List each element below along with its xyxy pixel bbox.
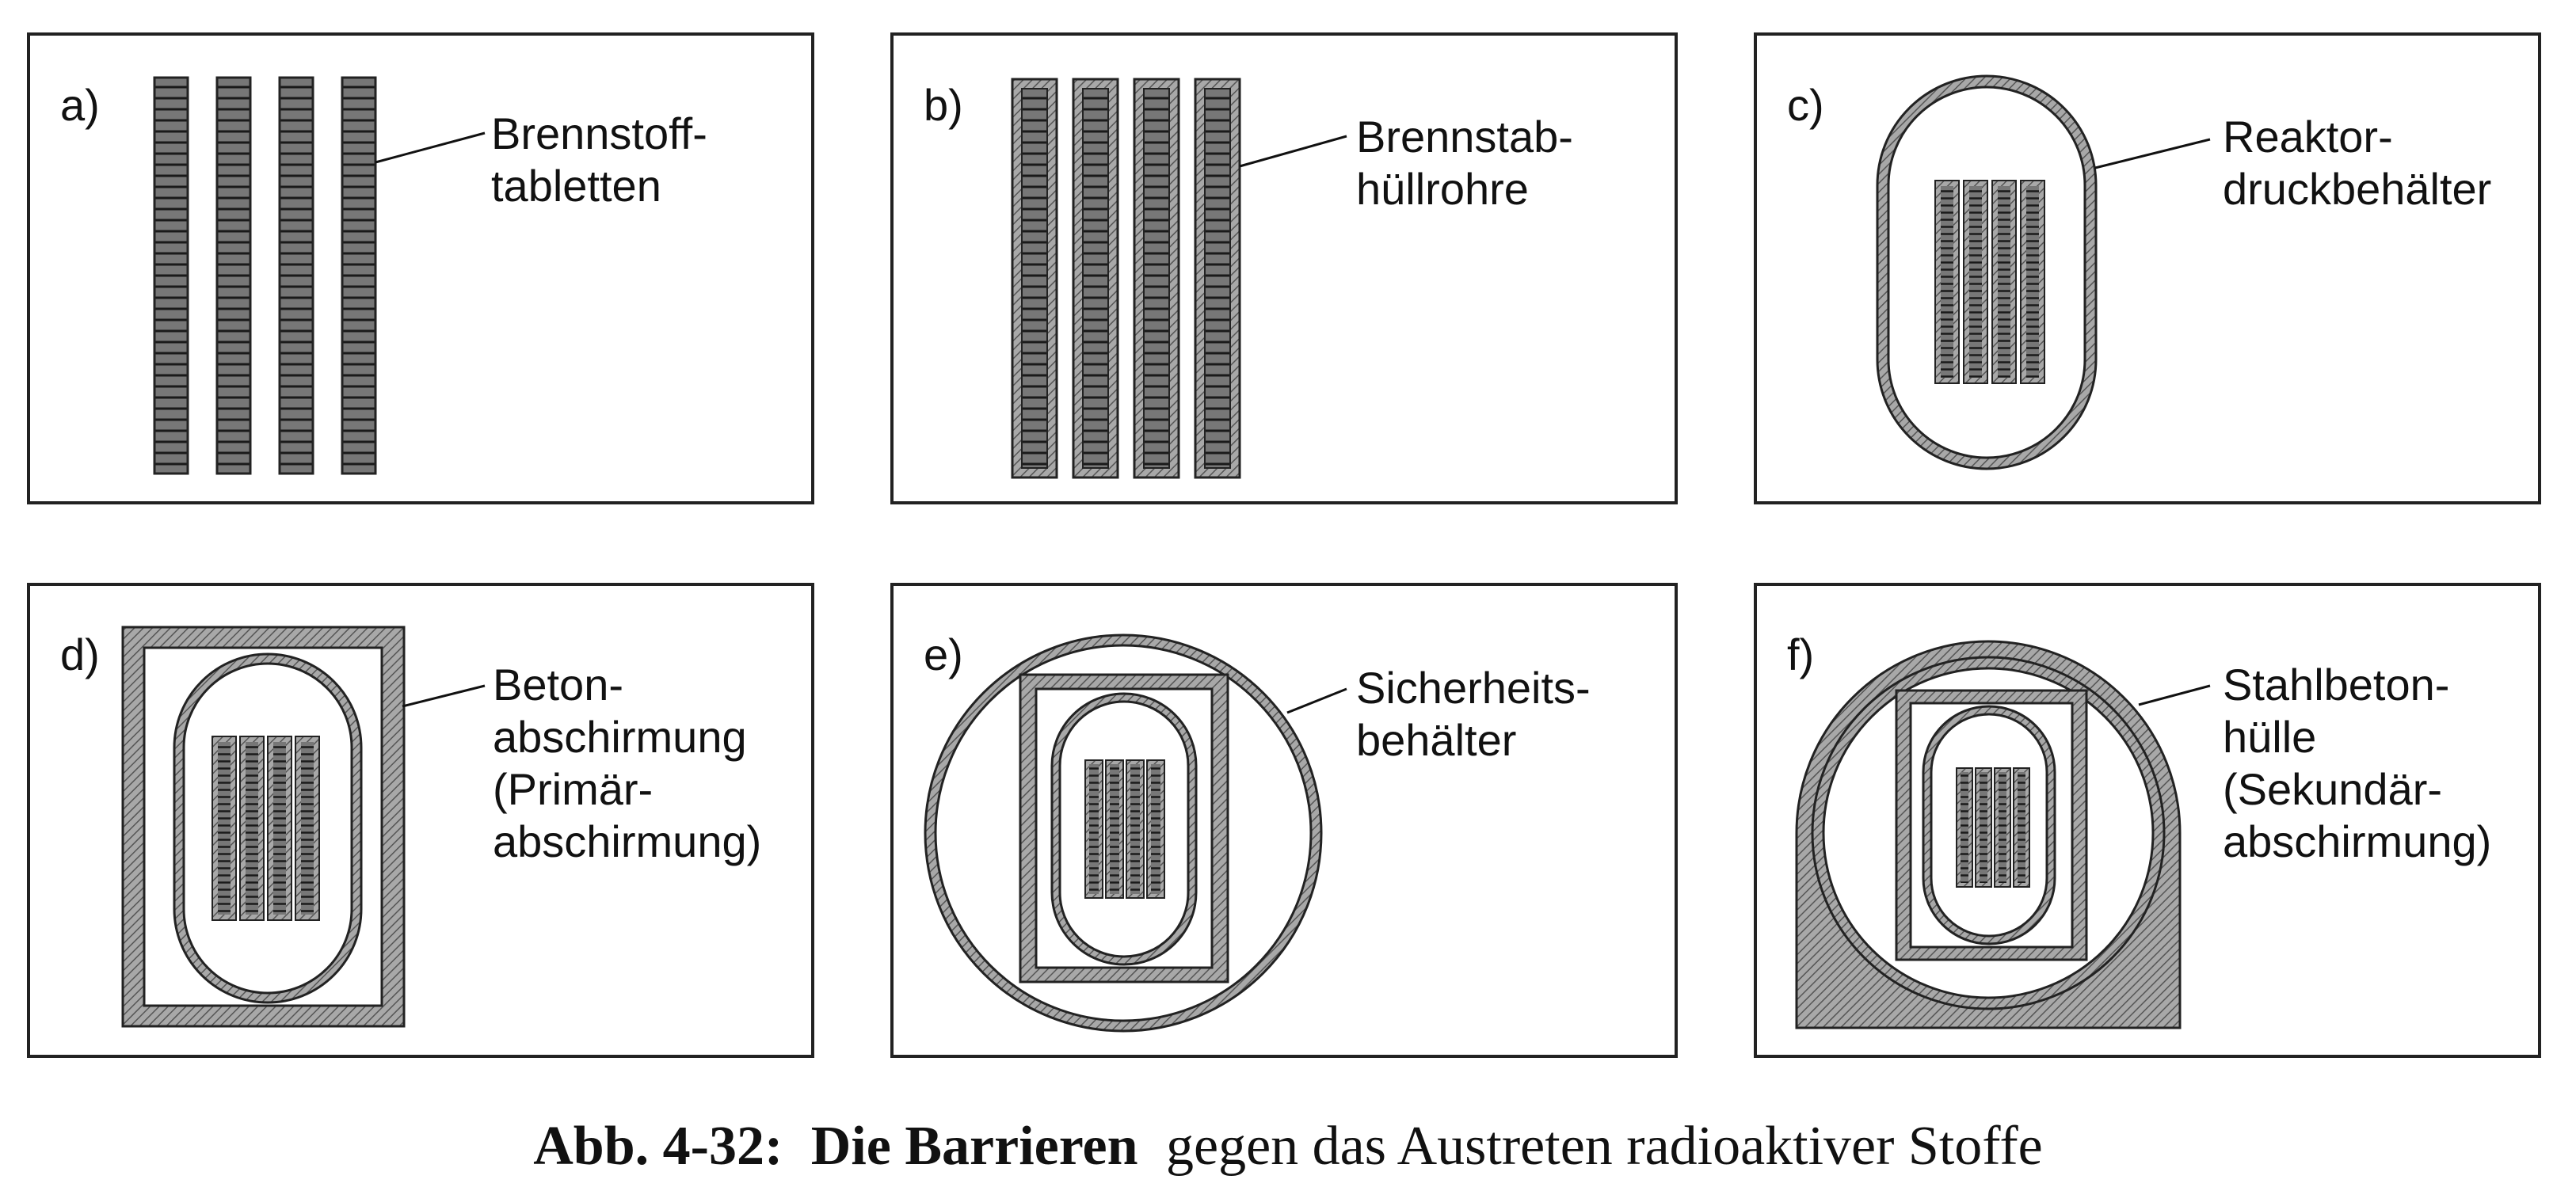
fuel-pellet-stack — [218, 742, 231, 915]
fuel-pellet-stack — [1110, 764, 1119, 894]
panel-d-label: d) — [60, 630, 100, 679]
panel-e: e) Sicherheits- behälter — [890, 583, 1678, 1058]
fuel-pellet-stacks — [153, 76, 377, 475]
fuel-pellet-stack — [278, 76, 314, 475]
callout-leader-line — [1239, 135, 1347, 168]
callout-leader-line — [402, 684, 486, 708]
callout-leader-line — [1286, 687, 1347, 714]
fuel-rods — [211, 736, 320, 921]
fuel-pellet-stack — [1130, 764, 1140, 894]
fuel-pellet-stack — [1151, 764, 1160, 894]
fuel-pellet-stack — [215, 76, 252, 475]
callout-concrete-shield: Beton- abschirmung (Primär- abschirmung) — [493, 660, 761, 866]
panel-a-label: a) — [60, 80, 100, 130]
panel-b-frame — [890, 32, 1678, 504]
callout-leader-line — [2138, 684, 2211, 706]
fuel-rods — [1956, 767, 2030, 888]
panel-c: c) Reaktor- druckbehälter — [1754, 32, 2541, 504]
fuel-pellet-stack — [2018, 772, 2025, 883]
figure-caption: Abb. 4-32: Die Barrieren gegen das Austr… — [533, 1116, 2043, 1177]
fuel-pellet-stack — [341, 76, 377, 475]
fuel-rods — [1084, 759, 1165, 899]
fuel-pellet-stack — [1999, 772, 2006, 883]
fuel-rods — [1934, 180, 2045, 384]
panel-a: a) Brennstoff- tabletten — [27, 32, 814, 504]
callout-leader-line — [2094, 138, 2211, 169]
fuel-pellet-stack — [1204, 88, 1231, 469]
fuel-pellet-stack — [153, 76, 189, 475]
fuel-pellet-stack — [1969, 186, 1982, 378]
callout-leader-line — [375, 131, 486, 164]
fuel-pellet-stack — [1998, 186, 2010, 378]
fuel-pellet-stack — [301, 742, 314, 915]
callout-fuel-pellets: Brennstoff- tabletten — [491, 108, 719, 211]
fuel-pellet-stack — [1941, 186, 1953, 378]
fuel-pellet-stack — [1143, 88, 1170, 469]
panel-c-frame — [1754, 32, 2541, 504]
fuel-pellet-stack — [1089, 764, 1099, 894]
callout-reinforced-concrete-shell: Stahlbeton- hülle (Sekundär- abschirmung… — [2223, 660, 2491, 866]
caption-number: Abb. 4-32: — [533, 1116, 783, 1177]
callout-containment: Sicherheits- behälter — [1356, 663, 1602, 765]
panel-b: b) Brennstab- hüllrohre — [890, 32, 1678, 504]
fuel-pellet-stack — [1980, 772, 1987, 883]
caption-title-bold: Die Barrieren — [811, 1116, 1138, 1177]
fuel-pellet-stack — [246, 742, 258, 915]
fuel-pellet-stack — [2026, 186, 2039, 378]
fuel-pellet-stack — [273, 742, 286, 915]
panel-f-label: f) — [1787, 630, 1814, 679]
panel-b-label: b) — [924, 80, 963, 130]
caption-title-rest: gegen das Austreten radioaktiver Stoffe — [1166, 1116, 2043, 1177]
fuel-pellet-stack — [1021, 88, 1048, 469]
fuel-pellet-stack — [1961, 772, 1968, 883]
callout-pressure-vessel: Reaktor- druckbehälter — [2223, 112, 2491, 214]
panel-a-frame — [27, 32, 814, 504]
fuel-pellet-stack — [1082, 88, 1109, 469]
panel-e-label: e) — [924, 630, 963, 679]
fuel-rods — [1011, 78, 1241, 479]
callout-cladding-tubes: Brennstab- hüllrohre — [1356, 112, 1586, 214]
panel-f: f) Stahlbeton- hülle (Sekundär- abschirm… — [1754, 583, 2541, 1058]
panel-c-label: c) — [1787, 80, 1824, 130]
panel-d: d) Beton- abschirmung (Primär- abschirmu… — [27, 583, 814, 1058]
